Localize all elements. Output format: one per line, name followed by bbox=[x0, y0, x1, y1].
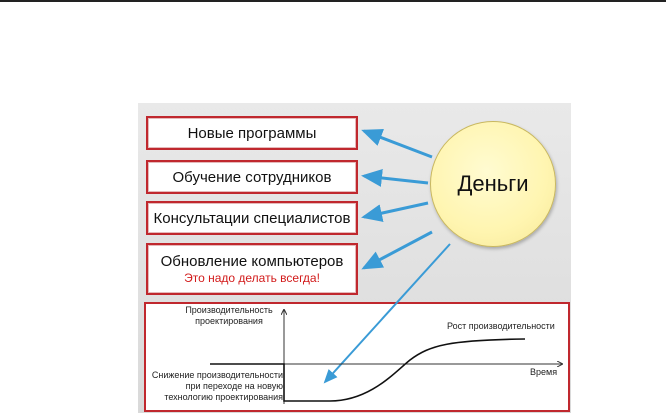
productivity-curve bbox=[210, 338, 526, 402]
box-upgrade-note: Это надо делать всегда! bbox=[184, 271, 320, 285]
box-upgrade-label: Обновление компьютеров bbox=[160, 253, 344, 270]
arrow-to-upgrade bbox=[361, 230, 433, 270]
box-new-programs-label: Новые программы bbox=[187, 124, 317, 142]
graph-box bbox=[144, 302, 570, 412]
box-training-label: Обучение сотрудников bbox=[172, 168, 332, 186]
arrow-to-graph bbox=[323, 243, 451, 384]
box-new-programs: Новые программы bbox=[146, 116, 358, 150]
money-label: Деньги bbox=[457, 171, 529, 196]
box-consulting: Консультации специалистов bbox=[146, 201, 358, 235]
graph-decline-label: Снижение производительности при переходе… bbox=[151, 370, 283, 402]
money-circle: Деньги bbox=[430, 121, 556, 247]
graph-x-label: Время bbox=[530, 367, 558, 377]
box-training: Обучение сотрудников bbox=[146, 160, 358, 194]
graph-y-label: Производительность проектирования bbox=[185, 305, 273, 326]
graph-growth-label: Рост производительности bbox=[447, 321, 555, 331]
box-upgrade: Обновление компьютеров Это надо делать в… bbox=[146, 243, 358, 295]
box-consulting-label: Консультации специалистов bbox=[153, 209, 351, 227]
arrow-to-training bbox=[361, 169, 429, 187]
top-rule bbox=[0, 0, 666, 2]
arrow-to-new-programs bbox=[361, 129, 433, 159]
arrow-to-consulting bbox=[361, 201, 429, 222]
